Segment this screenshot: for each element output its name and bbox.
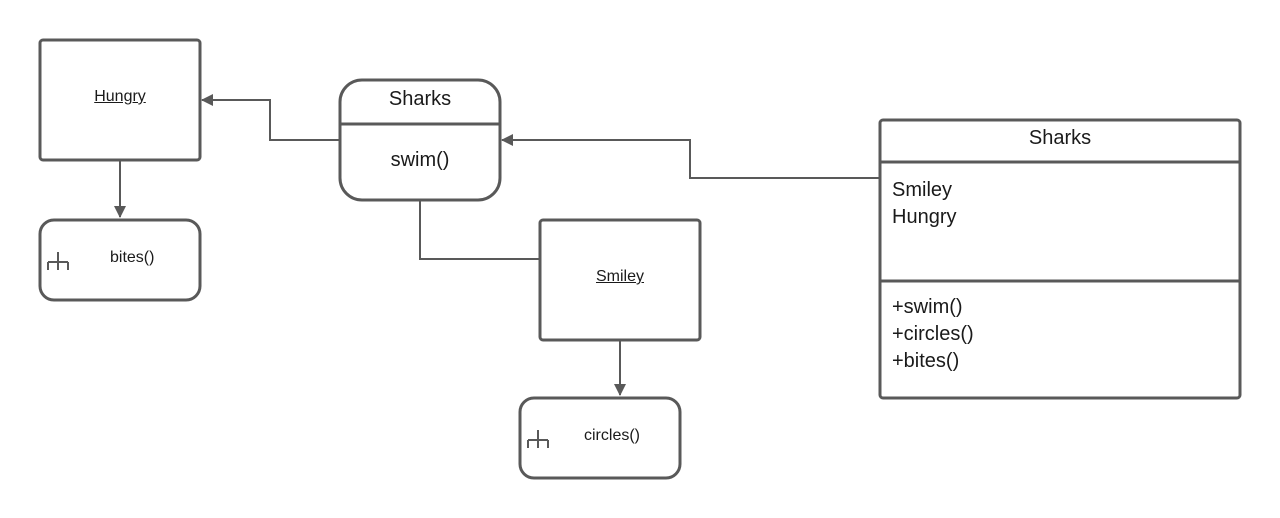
connector-sharks-to-hungry[interactable] bbox=[201, 94, 340, 141]
class-attribute: Smiley bbox=[892, 179, 953, 201]
circles-label: circles() bbox=[584, 427, 640, 444]
sharks-class-attributes: Smiley Hungry bbox=[892, 177, 956, 231]
smiley-label: Smiley bbox=[595, 268, 645, 285]
sharks-state-title: Sharks bbox=[388, 88, 452, 110]
sharks-state-body: swim() bbox=[390, 149, 450, 171]
class-operation: +circles() bbox=[892, 323, 974, 345]
smiley-object-box[interactable] bbox=[538, 218, 702, 342]
class-operation: +swim() bbox=[892, 296, 963, 318]
sharks-class-box[interactable] bbox=[878, 118, 1242, 400]
fork-icon bbox=[527, 430, 549, 448]
hungry-label: Hungry bbox=[94, 88, 146, 105]
connector-class-to-sharks[interactable] bbox=[501, 134, 880, 179]
class-attribute: Hungry bbox=[892, 206, 957, 228]
sharks-class-name: Sharks bbox=[1028, 127, 1092, 149]
sharks-class-operations: +swim() +circles() +bites() bbox=[892, 294, 974, 375]
bites-label: bites() bbox=[110, 249, 155, 266]
class-operation: +bites() bbox=[892, 350, 960, 372]
connector-sharks-to-smiley[interactable] bbox=[419, 201, 540, 260]
hungry-object-box[interactable] bbox=[38, 38, 202, 162]
bites-action-box[interactable] bbox=[38, 218, 202, 302]
circles-action-box[interactable] bbox=[518, 396, 682, 480]
fork-icon bbox=[47, 252, 69, 270]
